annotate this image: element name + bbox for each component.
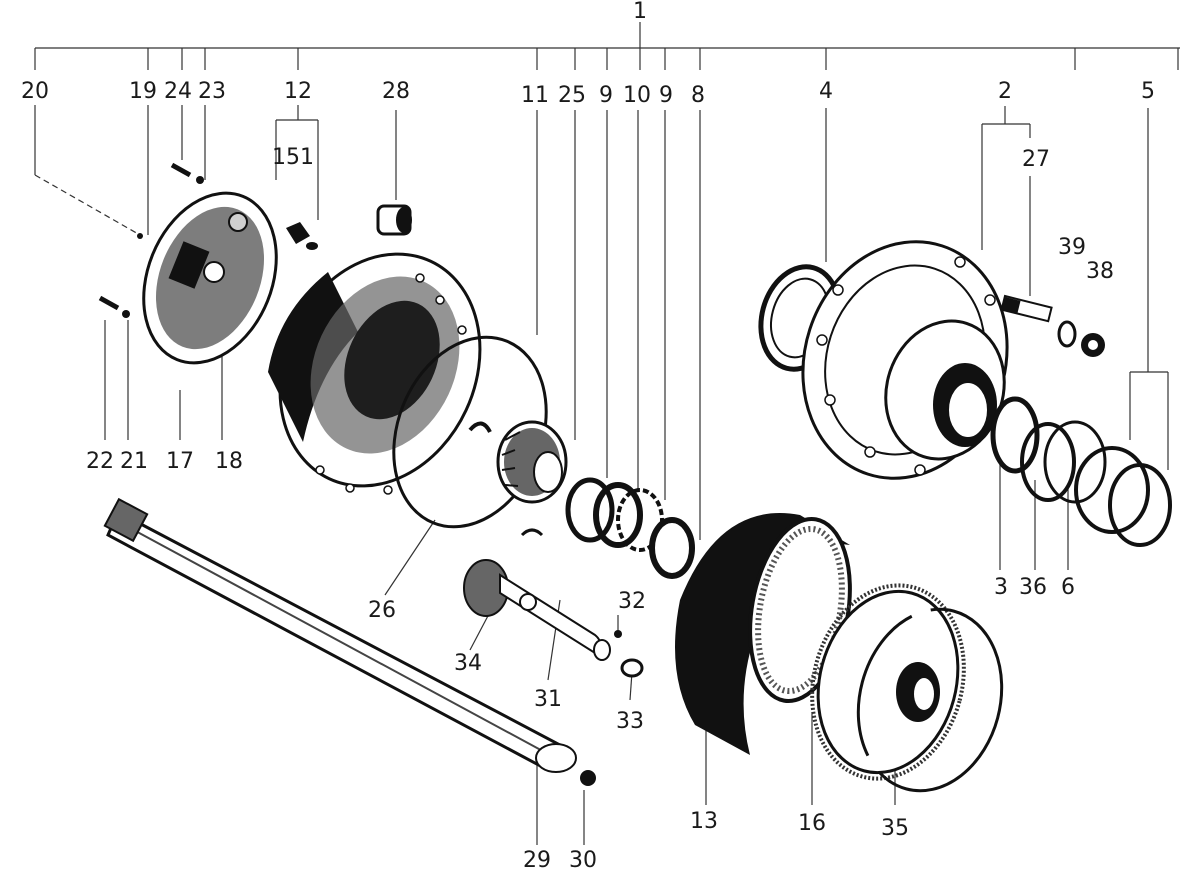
leader-lines	[34, 105, 1169, 845]
stud-washer-nut-parts	[1000, 294, 1105, 357]
label-39: 39	[1058, 235, 1086, 260]
label-8: 8	[691, 83, 705, 108]
label-35: 35	[881, 816, 909, 841]
planet-gear-and-pin-parts	[463, 528, 644, 678]
label-6: 6	[1061, 575, 1075, 600]
label-25: 25	[558, 83, 586, 108]
label-15: 151	[272, 145, 314, 170]
label-4: 4	[819, 79, 833, 104]
label-33: 33	[616, 709, 644, 734]
label-16: 16	[798, 811, 826, 836]
label-31: 31	[534, 687, 562, 712]
label-19: 19	[129, 79, 157, 104]
label-11: 11	[521, 83, 549, 108]
label-3: 3	[994, 575, 1008, 600]
flanged-housing-part	[268, 252, 482, 495]
label-2: 2	[998, 79, 1012, 104]
label-13: 13	[690, 809, 718, 834]
hub-flange-part	[801, 240, 1009, 480]
label-12: 12	[284, 79, 312, 104]
label-34: 34	[454, 651, 482, 676]
washers-and-springs-parts	[565, 477, 695, 579]
label-26: 26	[368, 598, 396, 623]
label-23: 23	[198, 79, 226, 104]
label-30: 30	[569, 848, 597, 873]
planet-carrier-part	[810, 583, 1004, 793]
plug-and-bushing-parts	[286, 204, 412, 250]
label-9-left: 9	[599, 83, 613, 108]
label-21: 21	[120, 449, 148, 474]
sun-gear-part	[496, 420, 568, 504]
label-5: 5	[1141, 79, 1155, 104]
label-32: 32	[618, 589, 646, 614]
label-24: 24	[164, 79, 192, 104]
assembly-bracket	[34, 22, 1180, 70]
label-10: 10	[623, 83, 651, 108]
label-18: 18	[215, 449, 243, 474]
label-1: 1	[633, 0, 647, 24]
axle-shaft-part	[103, 497, 596, 786]
label-27: 27	[1022, 147, 1050, 172]
label-29: 29	[523, 848, 551, 873]
label-36: 36	[1019, 575, 1047, 600]
cover-plate-part	[98, 162, 278, 365]
label-28: 28	[382, 79, 410, 104]
seal-rings-parts	[990, 396, 1172, 547]
label-38: 38	[1086, 259, 1114, 284]
label-17: 17	[166, 449, 194, 474]
label-22: 22	[86, 449, 114, 474]
callout-labels: 1 20 19 24 23 12 28 11 25 9 10 9 8 4 2 5…	[21, 0, 1155, 873]
label-20: 20	[21, 79, 49, 104]
label-9-right: 9	[659, 83, 673, 108]
